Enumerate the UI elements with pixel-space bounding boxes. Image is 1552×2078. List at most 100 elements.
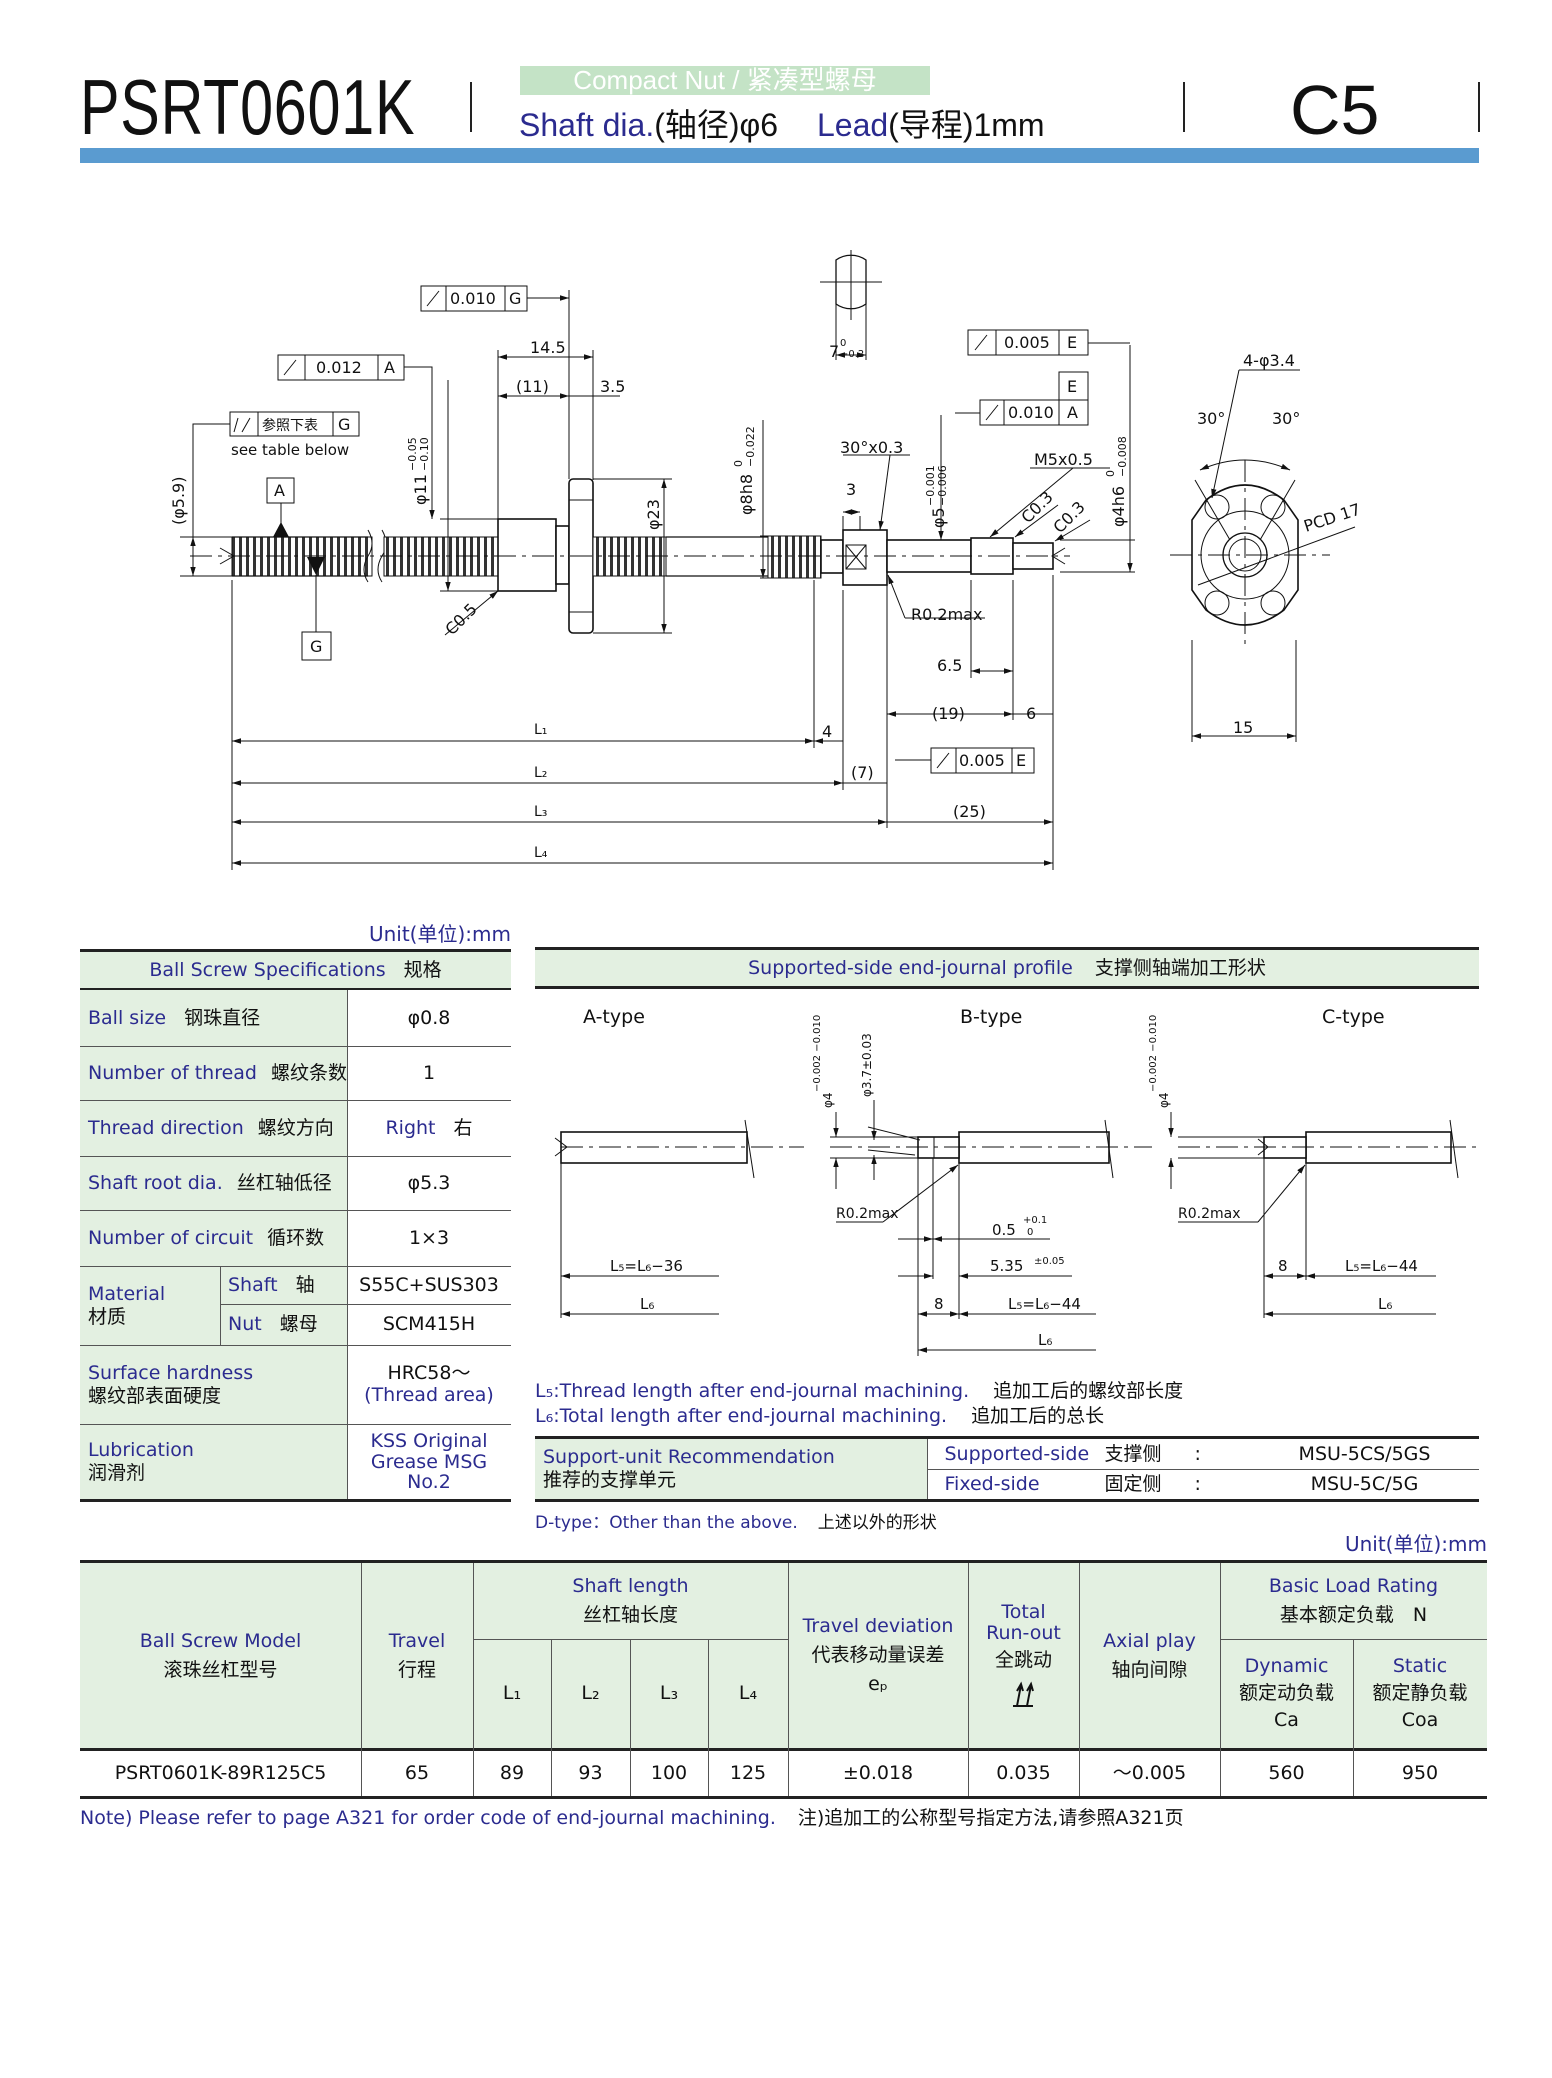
svg-text:+0.1: +0.1 (1023, 1215, 1047, 1226)
svg-text:0: 0 (840, 338, 846, 349)
svg-text:A: A (274, 481, 285, 500)
header-bar (80, 148, 1479, 163)
compact-nut-badge: Compact Nut / 紧凑型螺母 (520, 66, 930, 95)
shaft-dia-value: (轴径)φ6 (654, 107, 779, 143)
d-type-note: D-type：Other than the above.上述以外的形状 (535, 1513, 937, 1533)
cell-deviation: ±0.018 (842, 1762, 914, 1785)
datum-a-marker: A (266, 477, 295, 537)
svg-text:L₁: L₁ (534, 722, 547, 738)
svg-text:−0.2: −0.2 (840, 349, 864, 360)
svg-text:φ4: φ4 (1157, 1092, 1171, 1108)
spec-row-circuit-value: 1×3 (347, 1210, 511, 1266)
spec-hardness-value: HRC58～(Thread area) (347, 1345, 511, 1424)
svg-text:5.35: 5.35 (990, 1257, 1023, 1275)
shaft-lead-spec: Shaft dia.(轴径)φ6 Lead(导程)1mm (519, 100, 1045, 146)
a-type-label: A-type (583, 1006, 645, 1028)
svg-text:φ23: φ23 (644, 499, 663, 530)
c-type-journal-diagram: φ4−0.002 −0.010 R0.2max 8 L₅=L₆−44 L₆ (1148, 1015, 1480, 1318)
svg-text:L₂: L₂ (534, 765, 547, 781)
svg-text:30°: 30° (1272, 409, 1300, 428)
header-divider (470, 82, 472, 132)
svg-text:4-φ3.4: 4-φ3.4 (1243, 351, 1295, 370)
svg-text:(7): (7) (851, 763, 874, 782)
l6-note: L₆:Total length after end-journal machin… (535, 1405, 1105, 1427)
svg-text:3: 3 (846, 480, 856, 499)
svg-text:φ3.7±0.03: φ3.7±0.03 (860, 1033, 874, 1097)
svg-text:PCD 17: PCD 17 (1301, 500, 1363, 536)
b-type-label: B-type (960, 1006, 1023, 1028)
svg-text:L₆: L₆ (1378, 1295, 1392, 1313)
spec-row-root-dia-value: φ5.3 (347, 1156, 511, 1210)
svg-text:A: A (1067, 403, 1078, 422)
b-type-journal-diagram: φ4−0.002 −0.010 φ3.7±0.03 R0.2max 0.5+0.… (812, 1015, 1152, 1356)
svg-text:L₆: L₆ (1038, 1331, 1052, 1349)
cell-model: PSRT0601K-89R125C5 (114, 1762, 327, 1785)
svg-text:L₅=L₆−44: L₅=L₆−44 (1345, 1257, 1418, 1275)
svg-text:−0.006: −0.006 (936, 465, 949, 506)
flat-section-view (820, 250, 882, 360)
header-divider (1183, 82, 1185, 132)
svg-text:−0.001: −0.001 (924, 465, 937, 506)
cell-l4: 125 (729, 1762, 767, 1785)
svg-text:R0.2max: R0.2max (836, 1206, 899, 1222)
svg-text:4: 4 (822, 722, 832, 741)
svg-text:0: 0 (732, 460, 745, 467)
header-divider (1478, 82, 1480, 132)
svg-text:R0.2max: R0.2max (1178, 1206, 1241, 1222)
svg-text:L₃: L₃ (534, 804, 547, 820)
datum-g-marker: G (301, 557, 332, 661)
svg-text:G: G (338, 415, 350, 434)
footer-note: Note) Please refer to page A321 for orde… (80, 1807, 1184, 1829)
svg-text:0.010: 0.010 (1008, 403, 1054, 422)
svg-text:14.5: 14.5 (530, 338, 566, 357)
svg-text:(19): (19) (932, 704, 965, 723)
shaft-dia-label: Shaft dia. (519, 107, 655, 143)
header-l1: L₁ (502, 1682, 522, 1705)
svg-text:0.005: 0.005 (959, 751, 1005, 770)
svg-text:−0.022: −0.022 (744, 426, 757, 467)
svg-text:3.5: 3.5 (600, 377, 625, 396)
cell-static: 950 (1401, 1762, 1439, 1785)
svg-text:E: E (1067, 333, 1077, 352)
svg-text:15: 15 (1233, 718, 1253, 737)
gdt-frame-total-runout-g: 参照下表 G see table below (192, 411, 360, 537)
svg-text:0.010: 0.010 (450, 289, 496, 308)
svg-text:8: 8 (934, 1295, 944, 1313)
svg-text:参照下表: 参照下表 (262, 417, 318, 434)
svg-text:0: 0 (1027, 1227, 1033, 1238)
svg-text:L₅=L₆−36: L₅=L₆−36 (610, 1257, 683, 1275)
svg-text:φ8h8: φ8h8 (737, 474, 756, 515)
svg-text:φ4: φ4 (821, 1092, 835, 1108)
svg-text:0: 0 (1104, 470, 1117, 477)
spec-material-shaft-value: S55C+SUS303 (347, 1266, 511, 1304)
model-unit: Unit(单位):mm (1344, 1532, 1487, 1556)
svg-text:M5x0.5: M5x0.5 (1034, 450, 1093, 469)
svg-text:7: 7 (829, 342, 839, 361)
lead-label: Lead (816, 107, 889, 143)
svg-text:see table below: see table below (231, 441, 349, 459)
svg-text:(11): (11) (516, 377, 549, 396)
svg-text:0.012: 0.012 (316, 358, 362, 377)
svg-text:6: 6 (1026, 704, 1036, 723)
cell-dynamic: 560 (1268, 1762, 1305, 1785)
cell-travel: 65 (404, 1762, 430, 1785)
